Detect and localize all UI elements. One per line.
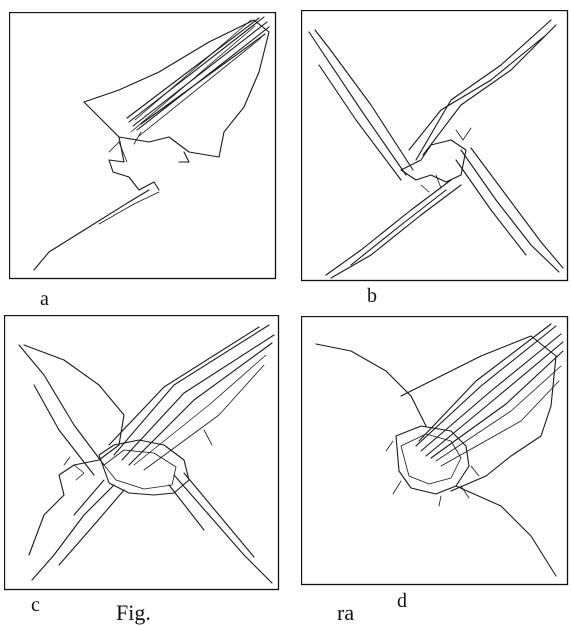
panel-label-d: d	[397, 590, 407, 613]
panel-b-trajectories	[309, 20, 563, 278]
panel-a	[9, 12, 277, 282]
caption-right-fragment: ra	[337, 600, 354, 626]
panel-d-frame	[302, 317, 568, 585]
panel-c-trajectories	[19, 325, 274, 583]
panel-c	[4, 315, 282, 592]
caption-left-fragment: Fig.	[116, 600, 151, 626]
panel-label-b: b	[367, 285, 377, 308]
panel-d	[301, 316, 571, 590]
panel-d-trajectories	[316, 324, 563, 576]
panel-label-c: c	[31, 594, 40, 617]
panel-label-a: a	[40, 288, 49, 311]
panel-b	[301, 10, 571, 284]
panel-a-trajectories	[34, 17, 269, 270]
